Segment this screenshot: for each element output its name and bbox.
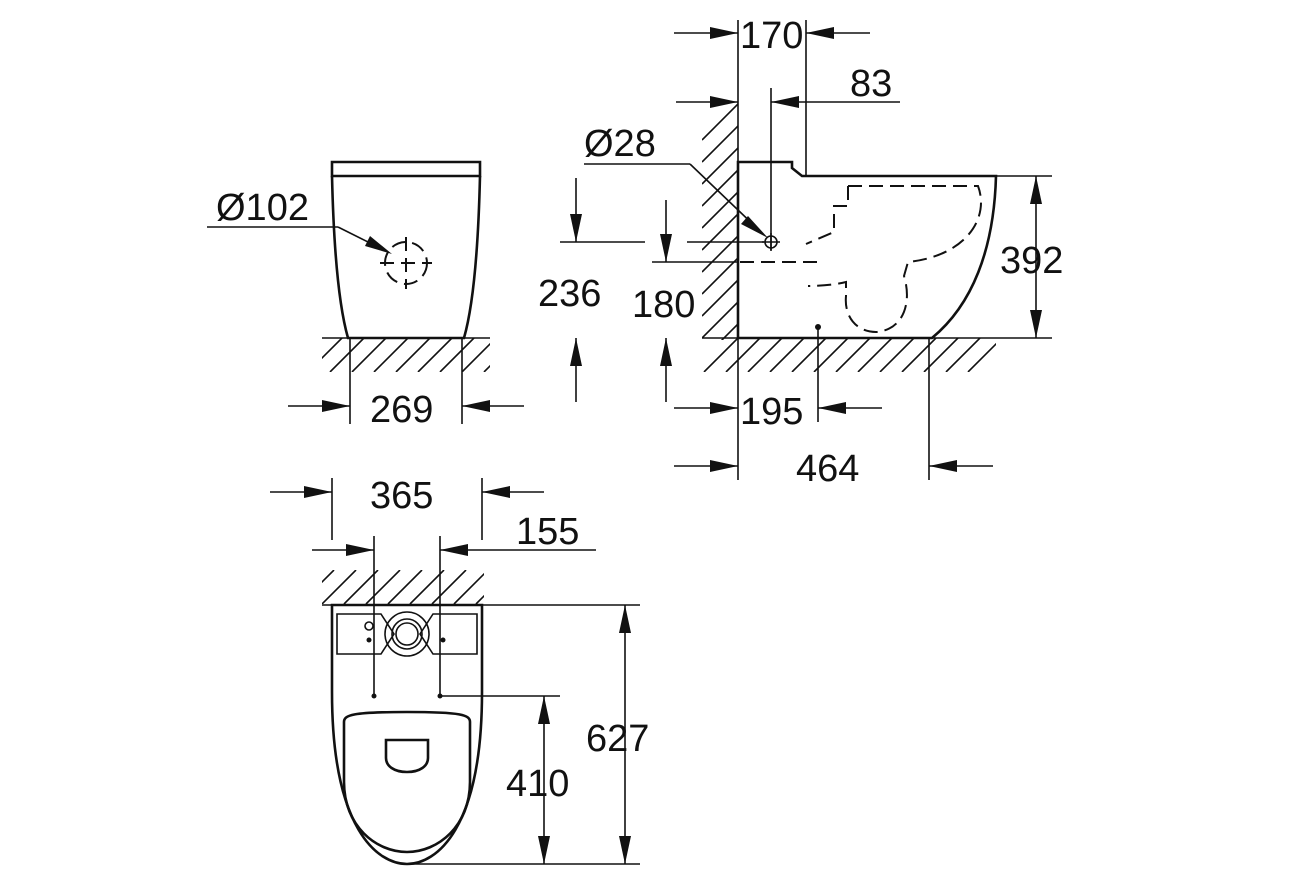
label-diameter-28: Ø28 bbox=[584, 123, 656, 165]
label-410: 410 bbox=[506, 763, 569, 805]
label-365: 365 bbox=[370, 475, 433, 517]
front-pipe-marker bbox=[380, 237, 432, 289]
label-width-269: 269 bbox=[370, 389, 433, 431]
label-170: 170 bbox=[740, 15, 803, 57]
wall-hatch bbox=[702, 103, 738, 340]
front-toilet-outline bbox=[330, 160, 482, 340]
internal-trap-dashed bbox=[740, 185, 983, 334]
plan-cistern-detail bbox=[336, 611, 478, 657]
side-view bbox=[560, 20, 1052, 480]
label-627: 627 bbox=[586, 718, 649, 760]
plan-view bbox=[270, 478, 640, 866]
plan-wall-hatch bbox=[322, 570, 484, 604]
side-floor-hatch bbox=[703, 338, 996, 372]
label-392: 392 bbox=[1000, 240, 1063, 282]
side-toilet-outline bbox=[736, 160, 998, 340]
label-83: 83 bbox=[850, 63, 892, 105]
label-diameter-102: Ø102 bbox=[216, 187, 309, 229]
label-236: 236 bbox=[538, 273, 601, 315]
label-195: 195 bbox=[740, 391, 803, 433]
label-180: 180 bbox=[632, 284, 695, 326]
label-464: 464 bbox=[796, 448, 859, 490]
label-155: 155 bbox=[516, 511, 579, 553]
front-floor-hatch bbox=[322, 338, 490, 372]
plan-toilet-outline bbox=[330, 603, 484, 866]
dimension-labels: Ø102 269 170 83 Ø28 236 180 392 195 464 … bbox=[216, 15, 1063, 805]
front-view bbox=[207, 160, 524, 424]
